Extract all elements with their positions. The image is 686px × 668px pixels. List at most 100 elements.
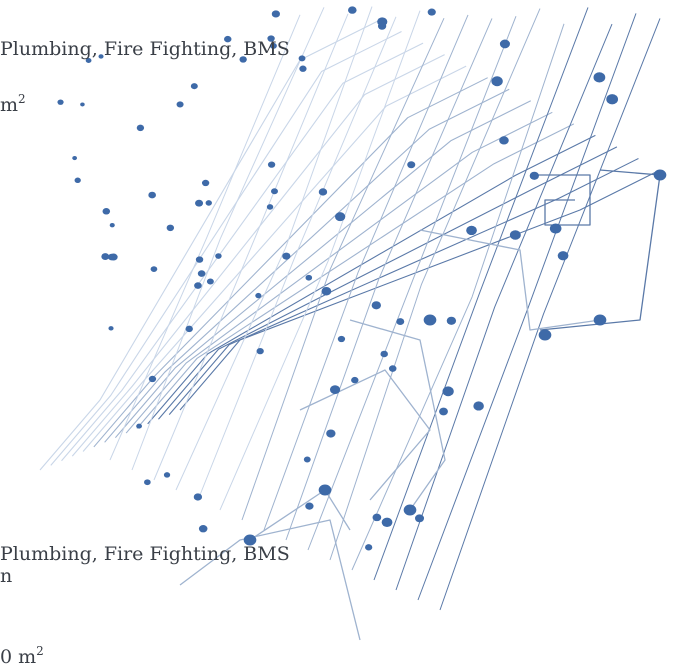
area-unit-bottom: 0 m xyxy=(0,646,37,668)
network-node xyxy=(305,502,314,510)
network-node xyxy=(606,94,619,105)
network-node xyxy=(136,124,145,132)
network-node xyxy=(195,256,204,263)
network-line xyxy=(307,16,517,551)
network-node xyxy=(473,401,484,411)
area-exponent-bottom: 2 xyxy=(36,644,44,658)
network-node xyxy=(195,199,204,207)
network-node xyxy=(224,35,232,43)
network-node xyxy=(267,35,275,42)
network-node xyxy=(348,6,357,14)
network-node xyxy=(351,376,359,384)
network-node xyxy=(197,270,206,277)
network-line xyxy=(530,174,591,226)
network-node xyxy=(198,524,208,533)
network-line xyxy=(179,169,661,411)
network-node xyxy=(239,56,247,63)
network-node xyxy=(403,504,417,516)
network-node xyxy=(388,365,397,372)
network-line xyxy=(439,18,661,611)
network-line xyxy=(285,18,493,541)
network-node xyxy=(269,42,277,49)
network-line xyxy=(179,519,361,641)
network-node xyxy=(206,278,214,285)
network-node xyxy=(298,55,306,62)
network-node xyxy=(337,335,346,343)
network-line xyxy=(299,369,431,501)
network-node xyxy=(407,161,416,169)
network-node xyxy=(318,484,332,496)
network-line xyxy=(351,23,565,571)
network-line xyxy=(61,42,424,462)
network-node xyxy=(267,161,276,168)
network-node xyxy=(271,188,278,195)
network-node xyxy=(102,207,111,215)
network-node xyxy=(256,348,264,355)
network-node xyxy=(466,225,477,236)
network-node xyxy=(194,282,202,289)
network-node xyxy=(109,222,115,228)
area-exponent: 2 xyxy=(18,92,26,106)
network-node xyxy=(148,375,157,383)
network-node xyxy=(98,54,104,59)
network-node xyxy=(176,101,184,108)
network-line xyxy=(329,8,541,561)
network-node xyxy=(549,223,562,234)
network-line xyxy=(263,14,469,531)
network-node xyxy=(80,102,85,107)
network-node xyxy=(85,57,92,64)
network-node xyxy=(282,252,291,260)
network-line xyxy=(104,88,510,443)
area-text-top: m2 xyxy=(0,88,26,116)
network-node xyxy=(593,72,606,83)
network-node xyxy=(653,169,667,181)
network-line xyxy=(395,23,613,591)
network-node xyxy=(529,171,539,180)
network-node xyxy=(365,544,373,551)
network-line xyxy=(417,13,637,601)
network-node xyxy=(321,286,332,296)
network-line xyxy=(197,16,397,501)
network-line xyxy=(168,157,639,415)
network-node xyxy=(101,253,110,260)
network-node xyxy=(163,472,171,478)
network-node xyxy=(396,318,405,326)
network-line xyxy=(241,17,445,521)
network-line xyxy=(93,77,488,448)
network-node xyxy=(303,456,311,463)
network-node xyxy=(201,179,210,187)
network-node xyxy=(538,329,552,341)
services-text-top: Plumbing, Fire Fighting, BMS xyxy=(0,38,290,60)
network-node xyxy=(509,230,521,240)
network-node xyxy=(557,251,569,261)
services-text-bottom: Plumbing, Fire Fighting, BMS xyxy=(0,543,290,565)
network-node xyxy=(318,188,328,196)
area-text-bottom: 0 m2 xyxy=(0,640,44,668)
network-node xyxy=(299,65,307,72)
network-node xyxy=(491,76,503,87)
network-node xyxy=(415,514,425,523)
network-node xyxy=(57,99,64,105)
network-node xyxy=(255,292,262,299)
network-line xyxy=(175,6,373,491)
network-node xyxy=(190,83,198,90)
network-node xyxy=(372,513,382,522)
fragment-text-bottom: n xyxy=(0,565,13,587)
network-node xyxy=(439,407,448,416)
network-node xyxy=(335,212,346,222)
network-line xyxy=(131,7,325,471)
network-line xyxy=(349,319,446,511)
network-node xyxy=(371,301,381,310)
network-node xyxy=(305,274,313,281)
network-node xyxy=(166,224,175,232)
network-node xyxy=(243,534,257,546)
network-node xyxy=(377,22,387,30)
network-node xyxy=(215,253,222,259)
network-line xyxy=(153,13,349,481)
network-node xyxy=(380,350,388,358)
network-line xyxy=(373,7,589,581)
network-node xyxy=(266,204,274,210)
network-node xyxy=(185,325,193,333)
network-node xyxy=(74,177,81,183)
network-node xyxy=(271,10,280,18)
